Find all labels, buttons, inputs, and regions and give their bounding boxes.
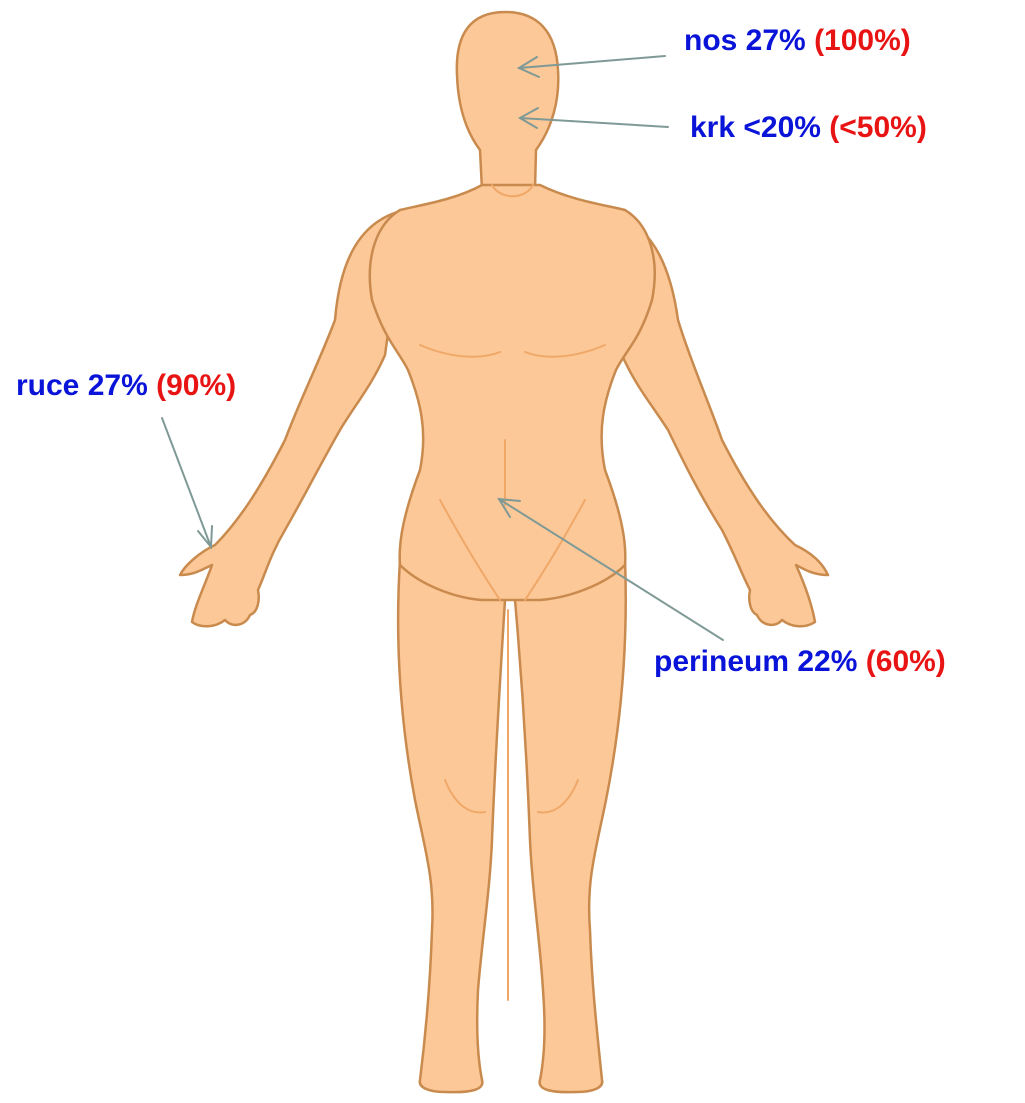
nose-annotation: nos 27% (100%) bbox=[684, 23, 911, 59]
left-leg bbox=[398, 560, 505, 1092]
throat-label: krk <20% bbox=[690, 111, 821, 144]
throat-annotation: krk <20% (<50%) bbox=[690, 110, 927, 146]
perineum-annotation: perineum 22% (60%) bbox=[654, 644, 946, 680]
throat-value: (<50%) bbox=[829, 111, 927, 144]
arrow-hands bbox=[162, 418, 212, 547]
hands-annotation: ruce 27% (90%) bbox=[16, 368, 236, 404]
hands-value: (90%) bbox=[156, 369, 236, 402]
nose-label: nos 27% bbox=[684, 24, 806, 57]
nose-value: (100%) bbox=[814, 24, 911, 57]
hands-label: ruce 27% bbox=[16, 369, 148, 402]
right-leg bbox=[515, 560, 626, 1092]
torso bbox=[370, 185, 655, 600]
body-silhouette bbox=[180, 12, 828, 1092]
perineum-value: (60%) bbox=[866, 645, 946, 678]
perineum-label: perineum 22% bbox=[654, 645, 857, 678]
head bbox=[457, 12, 558, 190]
